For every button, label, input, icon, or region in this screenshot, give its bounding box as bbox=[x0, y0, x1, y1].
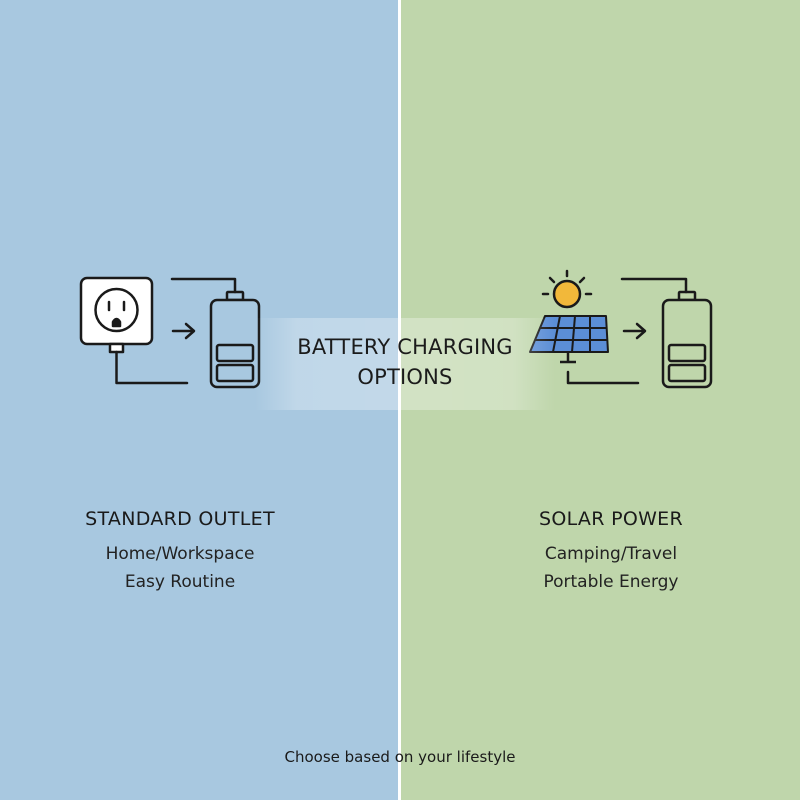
standard-outlet-line-2: Easy Routine bbox=[124, 572, 236, 592]
battery-icon bbox=[209, 290, 261, 389]
solar-panel-icon bbox=[529, 315, 609, 364]
standard-outlet-line-1: Home/Workspace bbox=[105, 544, 255, 564]
sun-icon bbox=[541, 269, 593, 309]
arrow-right-icon bbox=[171, 322, 196, 340]
charging-cable bbox=[566, 277, 688, 385]
page-title: BATTERY CHARGING OPTIONS bbox=[297, 335, 513, 389]
solar-power-line-1: Camping/Travel bbox=[544, 544, 678, 564]
solar-power-heading: SOLAR POWER bbox=[539, 508, 683, 530]
panel-divider bbox=[398, 0, 401, 800]
standard-outlet-panel bbox=[0, 0, 398, 800]
charging-cable bbox=[170, 277, 237, 294]
standard-outlet-heading: STANDARD OUTLET bbox=[85, 508, 275, 530]
arrow-right-icon bbox=[622, 322, 647, 340]
solar-power-line-2: Portable Energy bbox=[543, 572, 679, 592]
battery-icon bbox=[661, 290, 713, 389]
footer-caption: Choose based on your lifestyle bbox=[284, 748, 516, 766]
title-band bbox=[255, 318, 555, 410]
wall-outlet-icon bbox=[79, 276, 189, 385]
solar-power-panel bbox=[401, 0, 800, 800]
